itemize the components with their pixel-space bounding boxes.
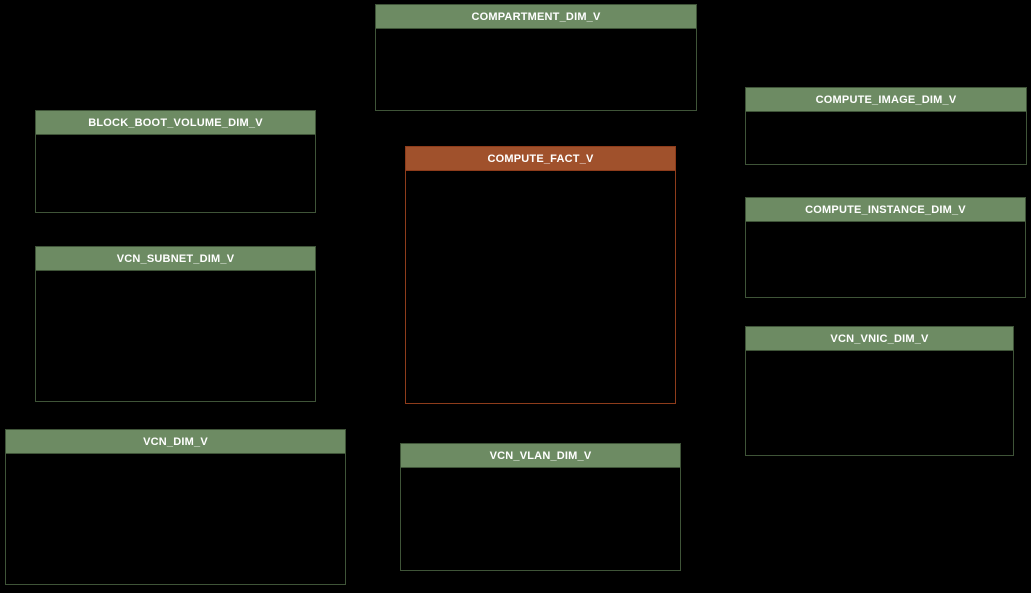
entity-title-bar[interactable]: VCN_DIM_V (6, 430, 345, 454)
entity-compute-instance-dim-v[interactable]: COMPUTE_INSTANCE_DIM_V (745, 197, 1026, 298)
entity-compute-image-dim-v[interactable]: COMPUTE_IMAGE_DIM_V (745, 87, 1027, 165)
entity-title-label: COMPUTE_INSTANCE_DIM_V (805, 203, 966, 216)
entity-title-label: VCN_SUBNET_DIM_V (116, 252, 235, 265)
entity-attribute-list (36, 135, 315, 212)
entity-vcn-vnic-dim-v[interactable]: VCN_VNIC_DIM_V (745, 326, 1014, 456)
entity-attribute-list (746, 112, 1026, 164)
entity-compartment-dim-v[interactable]: COMPARTMENT_DIM_V (375, 4, 697, 111)
entity-attribute-list (36, 271, 315, 401)
entity-attribute-list (401, 468, 680, 570)
entity-title-bar[interactable]: COMPUTE_INSTANCE_DIM_V (746, 198, 1025, 222)
entity-title-bar[interactable]: COMPUTE_IMAGE_DIM_V (746, 88, 1026, 112)
entity-vcn-dim-v[interactable]: VCN_DIM_V (5, 429, 346, 585)
entity-title-label: VCN_VNIC_DIM_V (830, 332, 929, 345)
entity-title-bar[interactable]: BLOCK_BOOT_VOLUME_DIM_V (36, 111, 315, 135)
entity-compute-fact-v[interactable]: COMPUTE_FACT_V (405, 146, 676, 404)
entity-vcn-vlan-dim-v[interactable]: VCN_VLAN_DIM_V (400, 443, 681, 571)
entity-title-bar[interactable]: COMPUTE_FACT_V (406, 147, 675, 171)
entity-title-bar[interactable]: VCN_VNIC_DIM_V (746, 327, 1013, 351)
entity-title-label: BLOCK_BOOT_VOLUME_DIM_V (88, 116, 263, 129)
entity-title-label: COMPUTE_IMAGE_DIM_V (815, 93, 957, 106)
entity-attribute-list (746, 222, 1025, 297)
entity-title-bar[interactable]: VCN_SUBNET_DIM_V (36, 247, 315, 271)
entity-attribute-list (406, 171, 675, 403)
entity-attribute-list (6, 454, 345, 584)
entity-title-label: COMPUTE_FACT_V (487, 152, 594, 165)
entity-attribute-list (376, 29, 696, 110)
entity-title-label: COMPARTMENT_DIM_V (471, 10, 601, 23)
entity-attribute-list (746, 351, 1013, 455)
entity-block-boot-volume-dim-v[interactable]: BLOCK_BOOT_VOLUME_DIM_V (35, 110, 316, 213)
entity-title-label: VCN_VLAN_DIM_V (489, 449, 592, 462)
entity-title-bar[interactable]: COMPARTMENT_DIM_V (376, 5, 696, 29)
entity-title-bar[interactable]: VCN_VLAN_DIM_V (401, 444, 680, 468)
entity-title-label: VCN_DIM_V (143, 435, 208, 448)
entity-vcn-subnet-dim-v[interactable]: VCN_SUBNET_DIM_V (35, 246, 316, 402)
